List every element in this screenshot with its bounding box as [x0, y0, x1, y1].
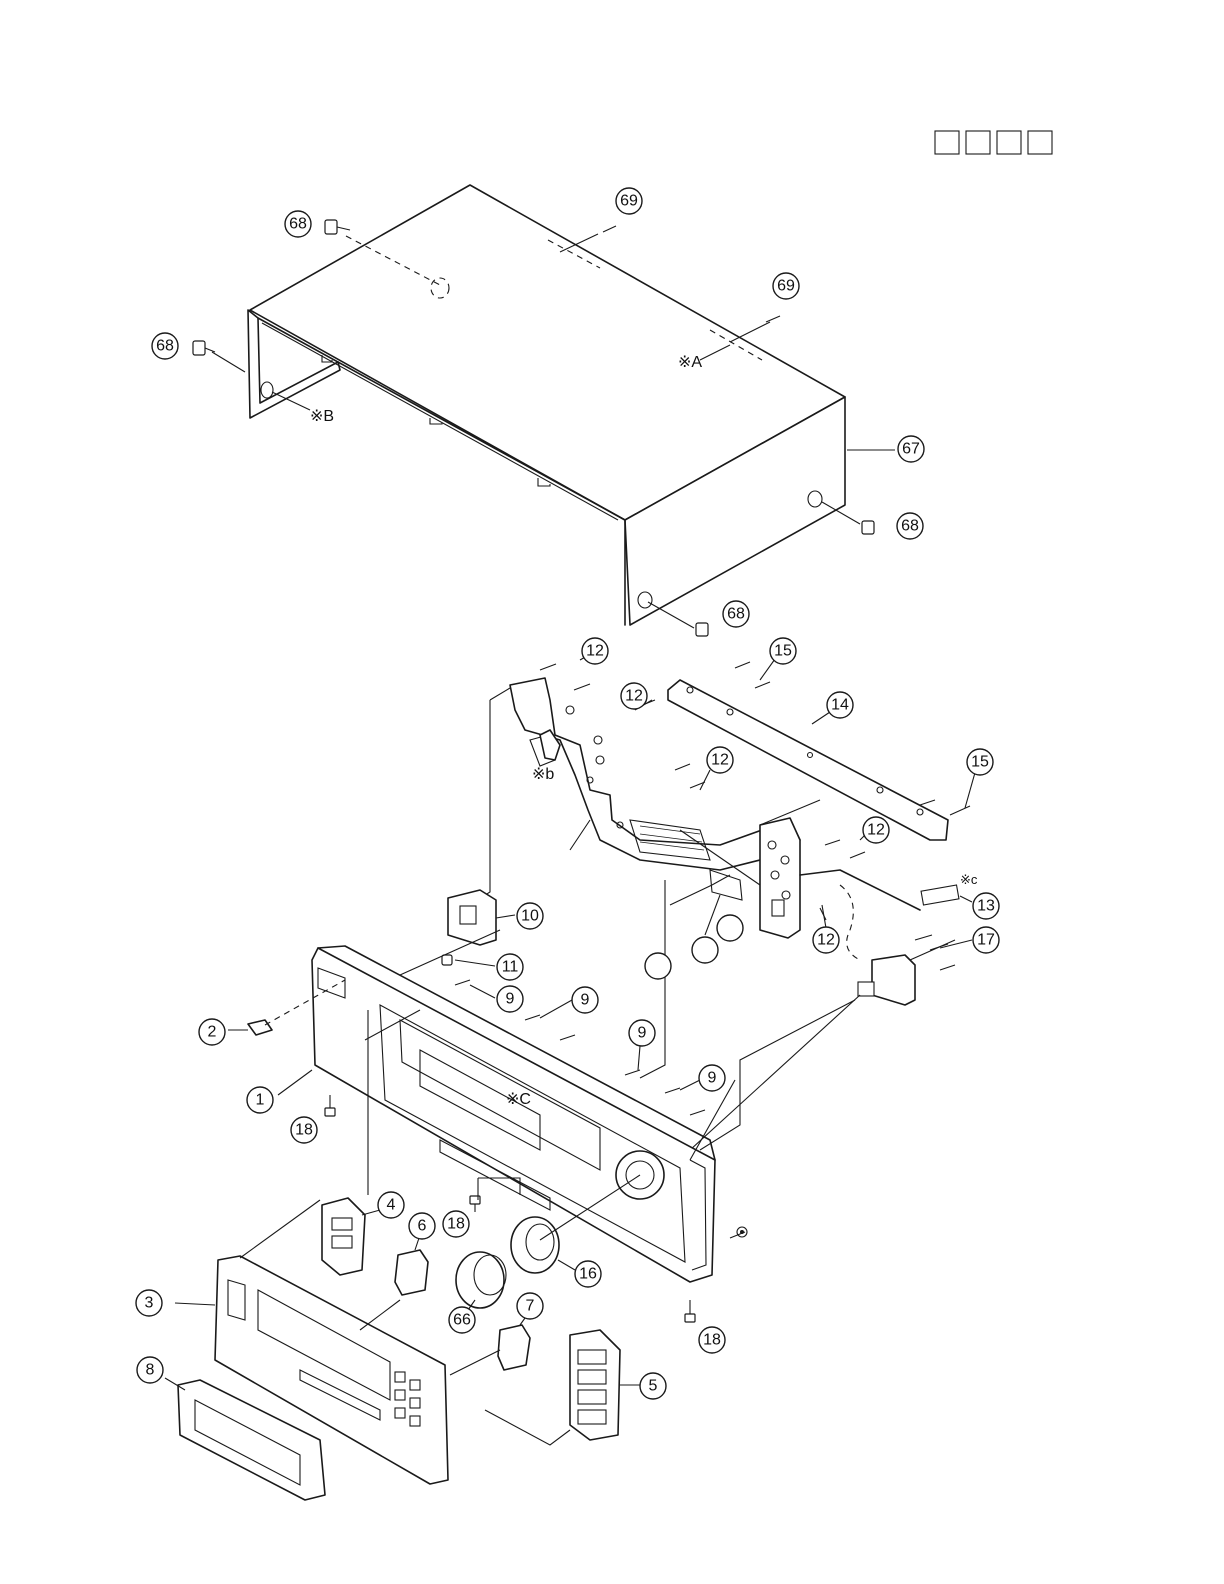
callout-9-c: 9: [629, 1020, 655, 1046]
callout-9-a: 9: [497, 986, 523, 1012]
callout-7: 7: [517, 1293, 543, 1319]
callout-label: 17: [977, 932, 995, 949]
callout-18-b: 18: [443, 1211, 469, 1237]
part-7: [498, 1318, 530, 1370]
knob-66: [456, 1252, 506, 1310]
screw-11: [442, 955, 452, 965]
callout-12-c: 12: [707, 747, 733, 773]
callout-13: 13: [973, 893, 999, 919]
callout-68-right: 68: [897, 513, 923, 539]
callout-label: 7: [526, 1298, 535, 1315]
callout-3: 3: [136, 1290, 162, 1316]
callout-label: 12: [711, 752, 729, 769]
callout-label: 12: [867, 822, 885, 839]
marker-dot: [737, 1227, 747, 1237]
callout-69-top: 69: [616, 188, 642, 214]
callout-10: 10: [517, 903, 543, 929]
callout-label: 1: [256, 1092, 265, 1109]
callout-label: 6: [418, 1218, 427, 1235]
top-cover: [212, 185, 895, 628]
callout-69-right: 69: [773, 273, 799, 299]
part-6: [395, 1235, 428, 1295]
callout-16: 16: [575, 1261, 601, 1287]
callout-label: 9: [506, 991, 515, 1008]
callout-2: 2: [199, 1019, 225, 1045]
callout-label: 3: [145, 1295, 154, 1312]
part-10: [448, 890, 515, 945]
callout-18-c: 18: [699, 1327, 725, 1353]
callout-label: 9: [638, 1025, 647, 1042]
callout-68-left: 68: [152, 333, 178, 359]
callout-9-b: 9: [572, 987, 598, 1013]
callout-label: 12: [625, 688, 643, 705]
callout-label: 14: [831, 697, 849, 714]
callout-label: 2: [208, 1024, 217, 1041]
callout-label: 68: [156, 338, 174, 355]
callout-label: 16: [579, 1266, 597, 1283]
callout-67: 67: [898, 436, 924, 462]
callout-label: 68: [727, 606, 745, 623]
callout-12-a: 12: [582, 638, 608, 664]
callout-label: 12: [817, 932, 835, 949]
callout-label: 4: [387, 1197, 396, 1214]
callout-66: 66: [449, 1307, 475, 1333]
callout-11: 11: [497, 954, 523, 980]
callout-label: 66: [453, 1312, 471, 1329]
note-c-small: ※c: [960, 872, 978, 887]
callout-18-a: 18: [291, 1117, 317, 1143]
callout-label: 13: [977, 898, 995, 915]
part-2: [248, 1020, 272, 1035]
note-C: ※C: [506, 1091, 531, 1108]
callout-15-a: 15: [770, 638, 796, 664]
callout-label: 68: [289, 216, 307, 233]
callout-1: 1: [247, 1087, 273, 1113]
note-b: ※b: [532, 766, 554, 783]
part-5: [570, 1330, 640, 1440]
callout-12-e: 12: [813, 927, 839, 953]
callout-4: 4: [378, 1192, 404, 1218]
callout-label: 9: [708, 1070, 717, 1087]
note-B: ※B: [310, 408, 334, 425]
part-4: [322, 1198, 380, 1275]
callout-label: 69: [620, 193, 638, 210]
callout-label: 68: [901, 518, 919, 535]
callout-8: 8: [137, 1357, 163, 1383]
callout-label: 15: [971, 754, 989, 771]
header-box: [966, 131, 990, 154]
callout-17: 17: [973, 927, 999, 953]
callout-empty-2: [692, 937, 718, 963]
callout-68-bottom: 68: [723, 601, 749, 627]
callout-label: 18: [295, 1122, 313, 1139]
callout-6: 6: [409, 1213, 435, 1239]
callout-label: 11: [502, 959, 519, 976]
callout-label: 18: [447, 1216, 465, 1233]
callout-5: 5: [640, 1373, 666, 1399]
callout-empty-3: [717, 915, 743, 941]
callout-label: 15: [774, 643, 792, 660]
callout-9-d: 9: [699, 1065, 725, 1091]
callout-68-top: 68: [285, 211, 311, 237]
callout-14: 14: [827, 692, 853, 718]
callout-12-b: 12: [621, 683, 647, 709]
callout-15-b: 15: [967, 749, 993, 775]
callout-label: 9: [581, 992, 590, 1009]
callout-empty-1: [645, 953, 671, 979]
header-boxes: [935, 131, 1052, 154]
header-box: [935, 131, 959, 154]
callout-label: 10: [521, 908, 539, 925]
flex-cable: [540, 730, 560, 760]
callout-label: 5: [649, 1378, 658, 1395]
callout-label: 12: [586, 643, 604, 660]
callout-label: 8: [146, 1362, 155, 1379]
header-box: [997, 131, 1021, 154]
callout-label: 67: [902, 441, 920, 458]
header-box: [1028, 131, 1052, 154]
note-A: ※A: [678, 354, 702, 371]
callout-label: 69: [777, 278, 795, 295]
callout-12-d: 12: [863, 817, 889, 843]
callout-label: 18: [703, 1332, 721, 1349]
part-17: [690, 940, 955, 1150]
